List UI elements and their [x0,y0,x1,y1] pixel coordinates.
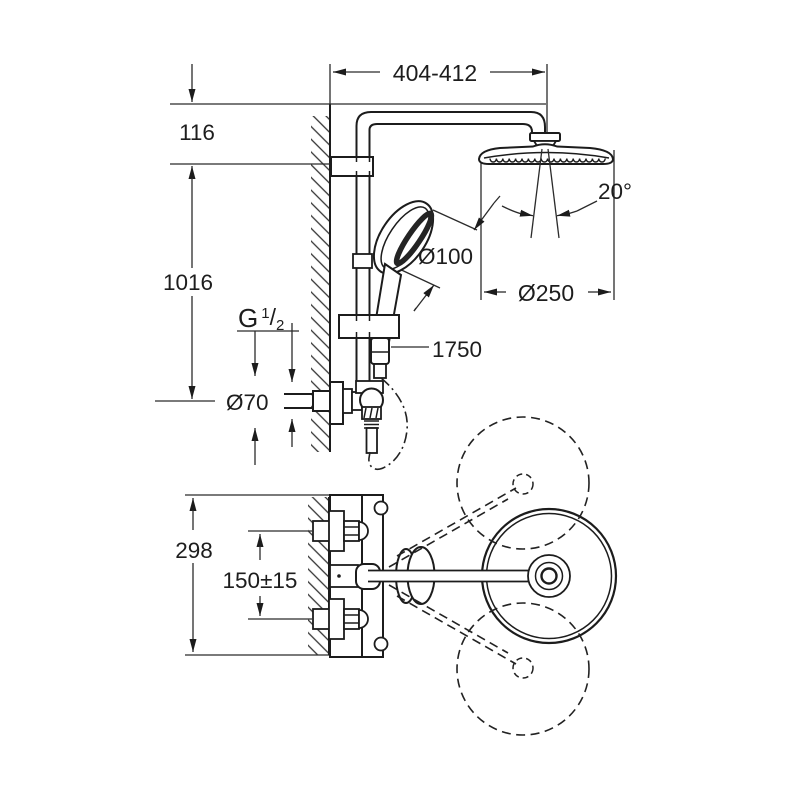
valve-screw-bottom [373,636,389,652]
valve-screw-top [373,500,389,516]
head-shower [477,132,615,165]
dim-connection-spacing-label: 150±15 [223,568,298,593]
head-hub-mid [534,561,564,591]
dim-arm-reach-label: 404-412 [393,60,477,86]
hand-shower-face [393,210,435,267]
dim-rail-height-label: 1016 [163,270,213,295]
hand-shower-holder [338,314,400,339]
wall-union-valve [284,380,384,454]
spray-nozzle-band [489,158,606,163]
hose-nut [370,337,390,379]
head-hub-outer [527,554,571,598]
pivot-slot [329,564,359,588]
thread-slash: / [270,304,277,330]
dimension-lines [155,64,615,465]
supply-connection-top [312,510,369,552]
dim-valve-height-label: 298 [175,538,213,563]
dim-hand-shower-diameter-label: Ø100 [418,244,473,269]
thread-denominator: 2 [276,317,284,334]
shower-rail [355,170,371,381]
dim-hose-length-label: 1750 [432,337,482,362]
shower-hose [368,377,408,471]
wall-flange [312,390,331,412]
dim-escutcheon-diameter-label: Ø70 [226,390,269,415]
swivel-position-lower [456,602,590,736]
arm-connector [529,132,561,142]
pivot-center-dot [337,574,341,578]
arm-bar-fill [368,570,528,582]
escutcheon [329,381,344,425]
hand-shower-head [372,200,435,275]
dim-head-offset-label: 116 [179,120,215,145]
hose-guide-tube [365,427,378,454]
thread-numerator: 1 [261,305,269,322]
head-shower-top-view [355,507,618,645]
side-view-drawing: 404-412 116 1016 20° Ø100 Ø250 1750 Ø70 … [155,60,632,471]
head-hub-inner [540,567,558,585]
top-view-drawing: 298 150±15 [175,416,618,736]
spray-cone [530,148,560,239]
thread-prefix: G [238,303,258,333]
shower-arm [355,111,546,172]
swivel-position-upper [456,416,590,550]
supply-connection-bottom [312,598,369,640]
thermostat-valve-top-view [312,494,389,658]
swivel-range-dashed [388,416,590,736]
wall-bracket [330,156,374,177]
dim-spray-angle-label: 20° [598,179,632,204]
rail-joint-sleeve [352,253,373,269]
dim-head-shower-diameter-label: Ø250 [518,280,574,306]
